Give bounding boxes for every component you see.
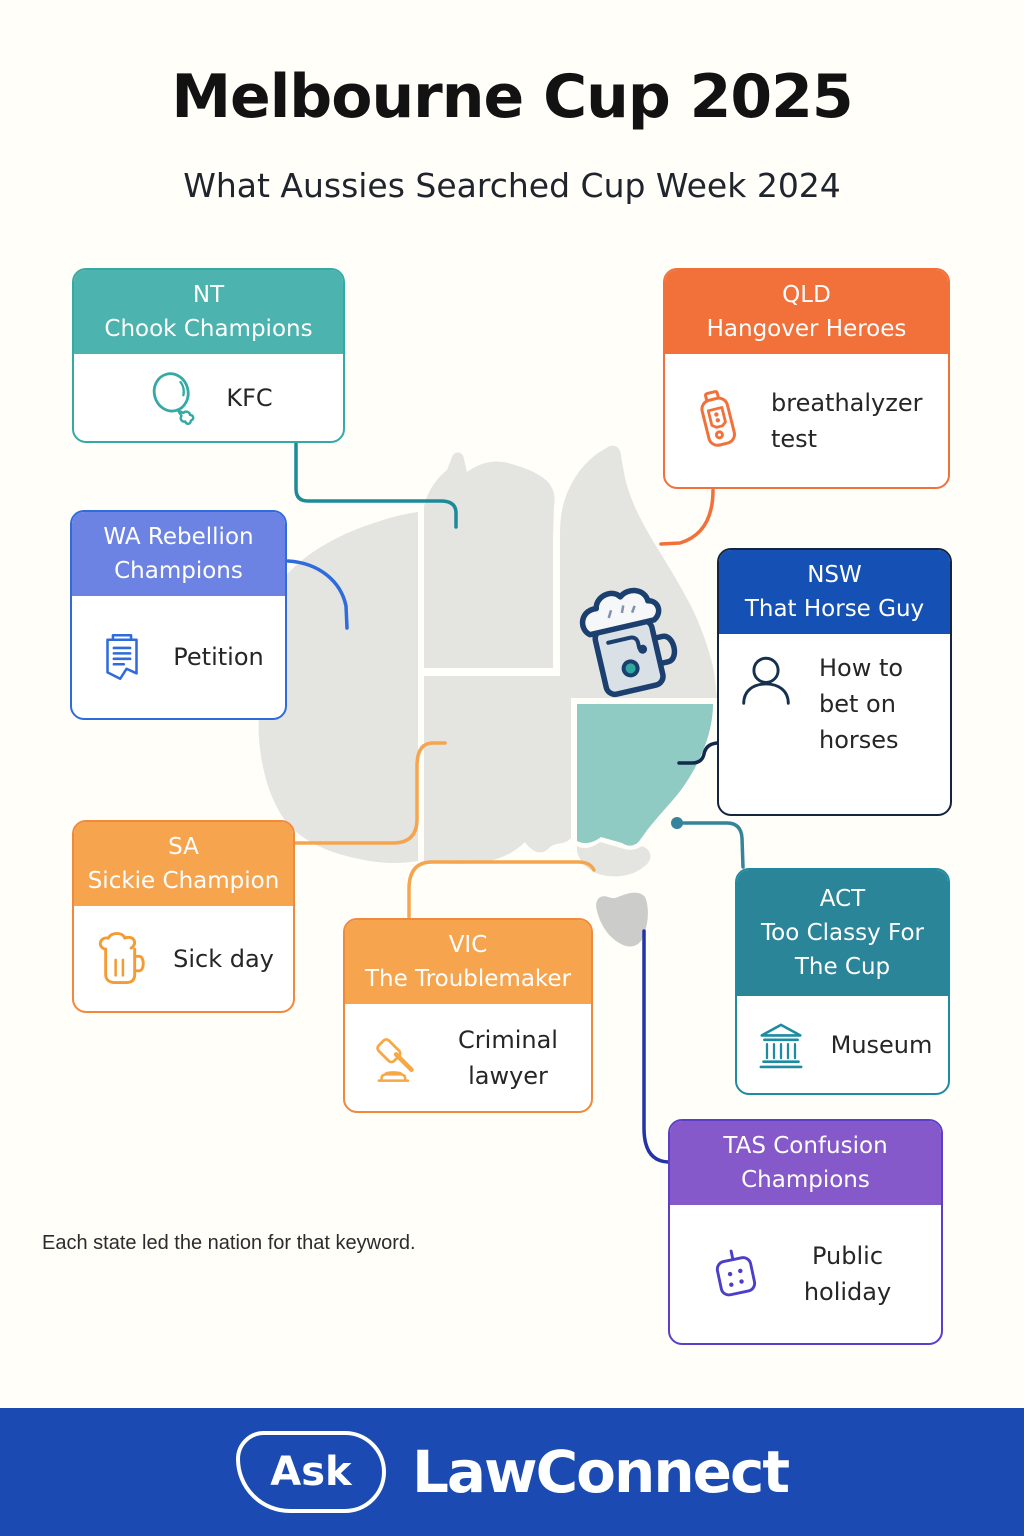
state-card-body: Public holiday: [670, 1205, 941, 1343]
keyword-text: Criminal lawyer: [458, 1025, 558, 1090]
ask-speech-bubble-logo: Ask: [235, 1431, 386, 1513]
beer-mug-icon: [93, 930, 151, 988]
keyword-text: breathalyzer test: [771, 388, 923, 453]
breathalyzer-icon: [685, 389, 749, 453]
map-state-vic: [577, 842, 651, 877]
state-label: ACT: [819, 886, 866, 912]
connector-nsw: [677, 741, 719, 765]
state-card-body: KFC: [74, 354, 343, 441]
state-card-header: WA Rebellion Champions: [72, 512, 285, 596]
petition-icon: [93, 628, 151, 686]
gavel-icon: [368, 1029, 426, 1087]
state-nickname: Hangover Heroes: [706, 316, 907, 342]
state-card-header: SA Sickie Champion: [74, 822, 293, 906]
state-card-tas: TAS Confusion Champions Public holiday: [668, 1119, 943, 1345]
museum-icon: [753, 1017, 809, 1073]
state-nickname: Champions: [114, 558, 243, 584]
state-label: NT: [192, 282, 225, 308]
state-nickname: Too Classy For: [761, 920, 924, 946]
connector-act-dot: [671, 817, 683, 829]
state-label: TAS Confusion: [723, 1133, 888, 1159]
connector-vic: [407, 860, 596, 919]
state-nickname: Sickie Champion: [87, 868, 280, 894]
state-card-body: Petition: [72, 596, 285, 718]
state-card-vic: VIC The Troublemaker Criminal lawyer: [343, 918, 593, 1113]
map-state-sa: [424, 676, 571, 864]
chicken-drumstick-icon: [144, 368, 204, 428]
state-card-body: How to bet on horses: [719, 634, 950, 814]
state-card-wa: WA Rebellion Champions Petition: [70, 510, 287, 720]
state-nickname: The Troublemaker: [364, 966, 572, 992]
state-card-act: ACT Too Classy For The Cup Museum: [735, 868, 950, 1095]
keyword-text: How to bet on horses: [819, 654, 904, 754]
keyword-text: Museum: [830, 1030, 933, 1059]
caption-text: Each state led the nation for that keywo…: [42, 1232, 416, 1254]
connector-sa: [293, 741, 447, 845]
state-card-header: NSW That Horse Guy: [719, 550, 950, 634]
state-card-header: ACT Too Classy For The Cup: [737, 870, 948, 996]
state-card-header: VIC The Troublemaker: [345, 920, 591, 1004]
state-card-nsw: NSW That Horse Guy How to bet on horses: [717, 548, 952, 816]
state-label: NSW: [807, 562, 862, 588]
connector-act: [681, 821, 745, 869]
connector-wa: [286, 559, 349, 630]
person-icon: [735, 650, 797, 712]
state-card-qld: QLD Hangover Heroes breathalyzer test: [663, 268, 950, 489]
state-label: QLD: [782, 282, 831, 308]
connector-nt: [294, 441, 458, 529]
keyword-text: KFC: [226, 383, 273, 412]
keyword-text: Petition: [173, 643, 264, 671]
state-label: WA Rebellion: [103, 524, 254, 550]
state-card-sa: SA Sickie Champion Sick day: [72, 820, 295, 1013]
state-nickname: Champions: [741, 1167, 870, 1193]
lawconnect-logo: LawConnect: [411, 1438, 790, 1506]
state-card-nt: NT Chook Champions KFC: [72, 268, 345, 443]
keyword-text: Sick day: [173, 944, 274, 973]
state-label: SA: [168, 834, 199, 860]
state-card-body: Criminal lawyer: [345, 1004, 591, 1111]
map-state-nt: [424, 452, 555, 668]
keyword-text: Public holiday: [803, 1242, 892, 1306]
state-label: VIC: [448, 932, 488, 958]
map-state-tas: [596, 892, 648, 947]
page-subtitle: What Aussies Searched Cup Week 2024: [183, 166, 841, 205]
connector-qld: [659, 488, 715, 546]
state-card-body: Sick day: [74, 906, 293, 1011]
state-card-body: breathalyzer test: [665, 354, 948, 487]
page-title: Melbourne Cup 2025: [171, 62, 853, 132]
footer-bar: Ask LawConnect: [0, 1408, 1024, 1536]
state-card-header: NT Chook Champions: [74, 270, 343, 354]
state-nickname: Chook Champions: [104, 316, 313, 342]
beer-mug-map-icon: [579, 587, 678, 698]
state-nickname: That Horse Guy: [744, 596, 925, 622]
state-card-header: TAS Confusion Champions: [670, 1121, 941, 1205]
connector-tas: [642, 929, 670, 1164]
map-state-wa: [258, 512, 418, 863]
state-card-header: QLD Hangover Heroes: [665, 270, 948, 354]
calendar-icon: [704, 1243, 766, 1305]
state-card-body: Museum: [737, 996, 948, 1093]
ask-label: Ask: [270, 1449, 352, 1495]
state-nickname-line2: The Cup: [794, 954, 891, 980]
map-state-nsw-highlight: [577, 704, 713, 846]
